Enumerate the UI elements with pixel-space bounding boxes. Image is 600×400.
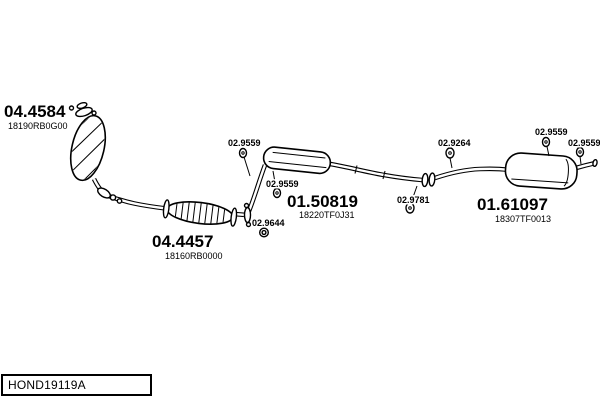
mid-silencer	[262, 146, 332, 175]
part-ref-rear-silencer: 18307TF0013	[495, 214, 551, 224]
fitting-label-tail-hanger-2: 02.9559	[568, 138, 600, 148]
drawing-number-box: HOND19119A	[1, 374, 152, 396]
hanger-rear-silencer-right	[575, 146, 585, 165]
gasket-ring	[259, 227, 270, 238]
hanger-mid	[272, 170, 282, 199]
part-number-mid-silencer: 01.50819	[287, 192, 358, 211]
hanger-front	[238, 147, 251, 177]
flex-pipe	[162, 199, 238, 227]
part-ref-flex-pipe: 18160RB0000	[165, 251, 223, 261]
clamp-rear-pipe	[405, 185, 418, 214]
fitting-label-gasket-ring: 02.9644	[252, 218, 285, 228]
fitting-label-rear-hanger: 02.9264	[438, 138, 471, 148]
part-ref-mid-silencer: 18220TF0J31	[299, 210, 355, 220]
drawing-number: HOND19119A	[8, 378, 86, 392]
part-number-catalytic: 04.4584	[4, 102, 66, 121]
outlet-flange	[97, 187, 111, 199]
flex-outlet-flange	[243, 202, 252, 228]
fitting-label-rear-clamp: 02.9781	[397, 195, 430, 205]
tailpipe-tip	[592, 158, 598, 168]
hanger-rear-silencer-left	[541, 136, 551, 157]
part-number-rear-silencer: 01.61097	[477, 195, 548, 214]
mid-rear-flange-pair	[421, 172, 436, 188]
catalytic-converter	[66, 101, 123, 204]
part-ref-catalytic: 18190RB0G00	[8, 121, 68, 131]
part-number-flex-pipe: 04.4457	[152, 232, 213, 251]
fitting-label-front-hanger: 02.9559	[228, 138, 261, 148]
rear-silencer	[504, 152, 578, 190]
fitting-label-tail-hanger-1: 02.9559	[535, 127, 568, 137]
hanger-rear-pipe	[445, 147, 455, 169]
fitting-label-mid-hanger: 02.9559	[266, 179, 299, 189]
